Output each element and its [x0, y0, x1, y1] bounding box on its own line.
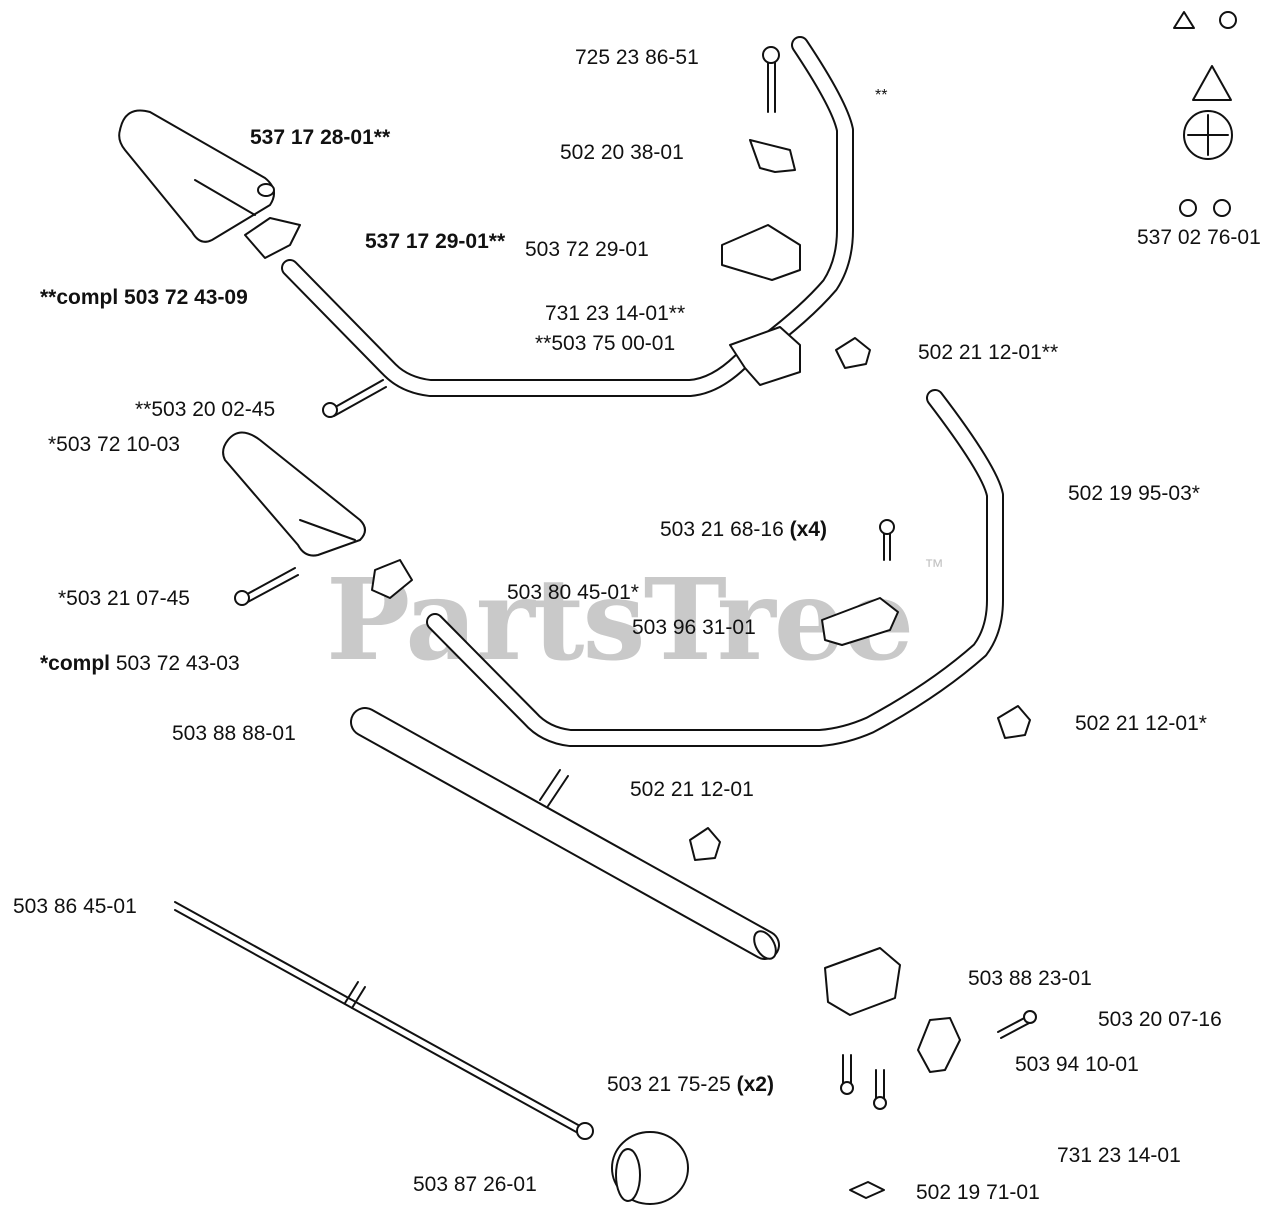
- label-503-75-00-01: **503 75 00-01: [535, 332, 676, 355]
- label-compl-word: *compl: [40, 652, 111, 675]
- lower-grip: [222, 431, 366, 557]
- label-502-19-71-01: 502 19 71-01: [916, 1181, 1040, 1204]
- drive-shaft: [174, 901, 594, 1140]
- label-503-21-07-45: *503 21 07-45: [58, 587, 190, 610]
- label-503-86-45-01: 503 86 45-01: [13, 895, 137, 918]
- label-502-20-38-01: 502 20 38-01: [560, 141, 684, 164]
- label-503-20-02-45: **503 20 02-45: [135, 398, 276, 421]
- label-537-02-76-01: 537 02 76-01: [1137, 226, 1261, 249]
- label-503-94-10-01: 503 94 10-01: [1015, 1053, 1139, 1076]
- label-503-87-26-01: 503 87 26-01: [413, 1173, 537, 1196]
- label-503-21-75-25-number: 503 21 75-25: [607, 1073, 737, 1096]
- label-502-21-12-01-double-star: 502 21 12-01**: [918, 341, 1059, 364]
- label-503-21-75-25: 503 21 75-25 (x2): [607, 1074, 774, 1095]
- label-502-21-12-01: 502 21 12-01: [630, 778, 754, 801]
- clamp-parts: [244, 139, 1031, 1199]
- label-731-23-14-01: 731 23 14-01: [1057, 1144, 1181, 1167]
- label-503-80-45-01: 503 80 45-01*: [507, 581, 639, 604]
- label-503-21-68-16: 503 21 68-16 (x4): [660, 519, 827, 540]
- label-503-72-29-01: 503 72 29-01: [525, 238, 649, 261]
- watermark-trademark: ™: [924, 556, 944, 578]
- lower-handlebar: [426, 389, 1004, 747]
- label-compl-503-72-43-03: *compl 503 72 43-03: [40, 653, 240, 674]
- upper-grip: [118, 109, 275, 243]
- label-503-72-10-03: *503 72 10-03: [48, 433, 180, 456]
- end-cap: [611, 1131, 689, 1205]
- shaft-tube: [350, 707, 780, 960]
- label-503-21-68-16-qty: (x4): [789, 518, 827, 541]
- label-537-17-28-01: 537 17 28-01**: [250, 126, 391, 149]
- label-503-21-75-25-qty: (x2): [736, 1073, 774, 1096]
- label-731-23-14-01-double-star: 731 23 14-01**: [545, 302, 686, 325]
- label-compl-number: 503 72 43-03: [110, 652, 240, 675]
- label-502-21-12-01-star: 502 21 12-01*: [1075, 712, 1207, 735]
- label-537-17-29-01: 537 17 29-01**: [365, 230, 506, 253]
- watermark: PartsTree: [326, 555, 914, 686]
- warning-decal: [1173, 8, 1237, 217]
- label-503-21-68-16-number: 503 21 68-16: [660, 518, 790, 541]
- label-503-88-23-01: 503 88 23-01: [968, 967, 1092, 990]
- label-725-23-86-51: 725 23 86-51: [575, 46, 699, 69]
- upper-handlebar: [281, 36, 854, 397]
- bolts: [234, 46, 1037, 1110]
- label-502-19-95-03: 502 19 95-03*: [1068, 482, 1200, 505]
- label-503-96-31-01: 503 96 31-01: [632, 616, 756, 639]
- label-double-star: **: [875, 87, 888, 104]
- label-503-88-88-01: 503 88 88-01: [172, 722, 296, 745]
- label-compl-503-72-43-09: **compl 503 72 43-09: [40, 286, 248, 309]
- label-503-20-07-16: 503 20 07-16: [1098, 1008, 1222, 1031]
